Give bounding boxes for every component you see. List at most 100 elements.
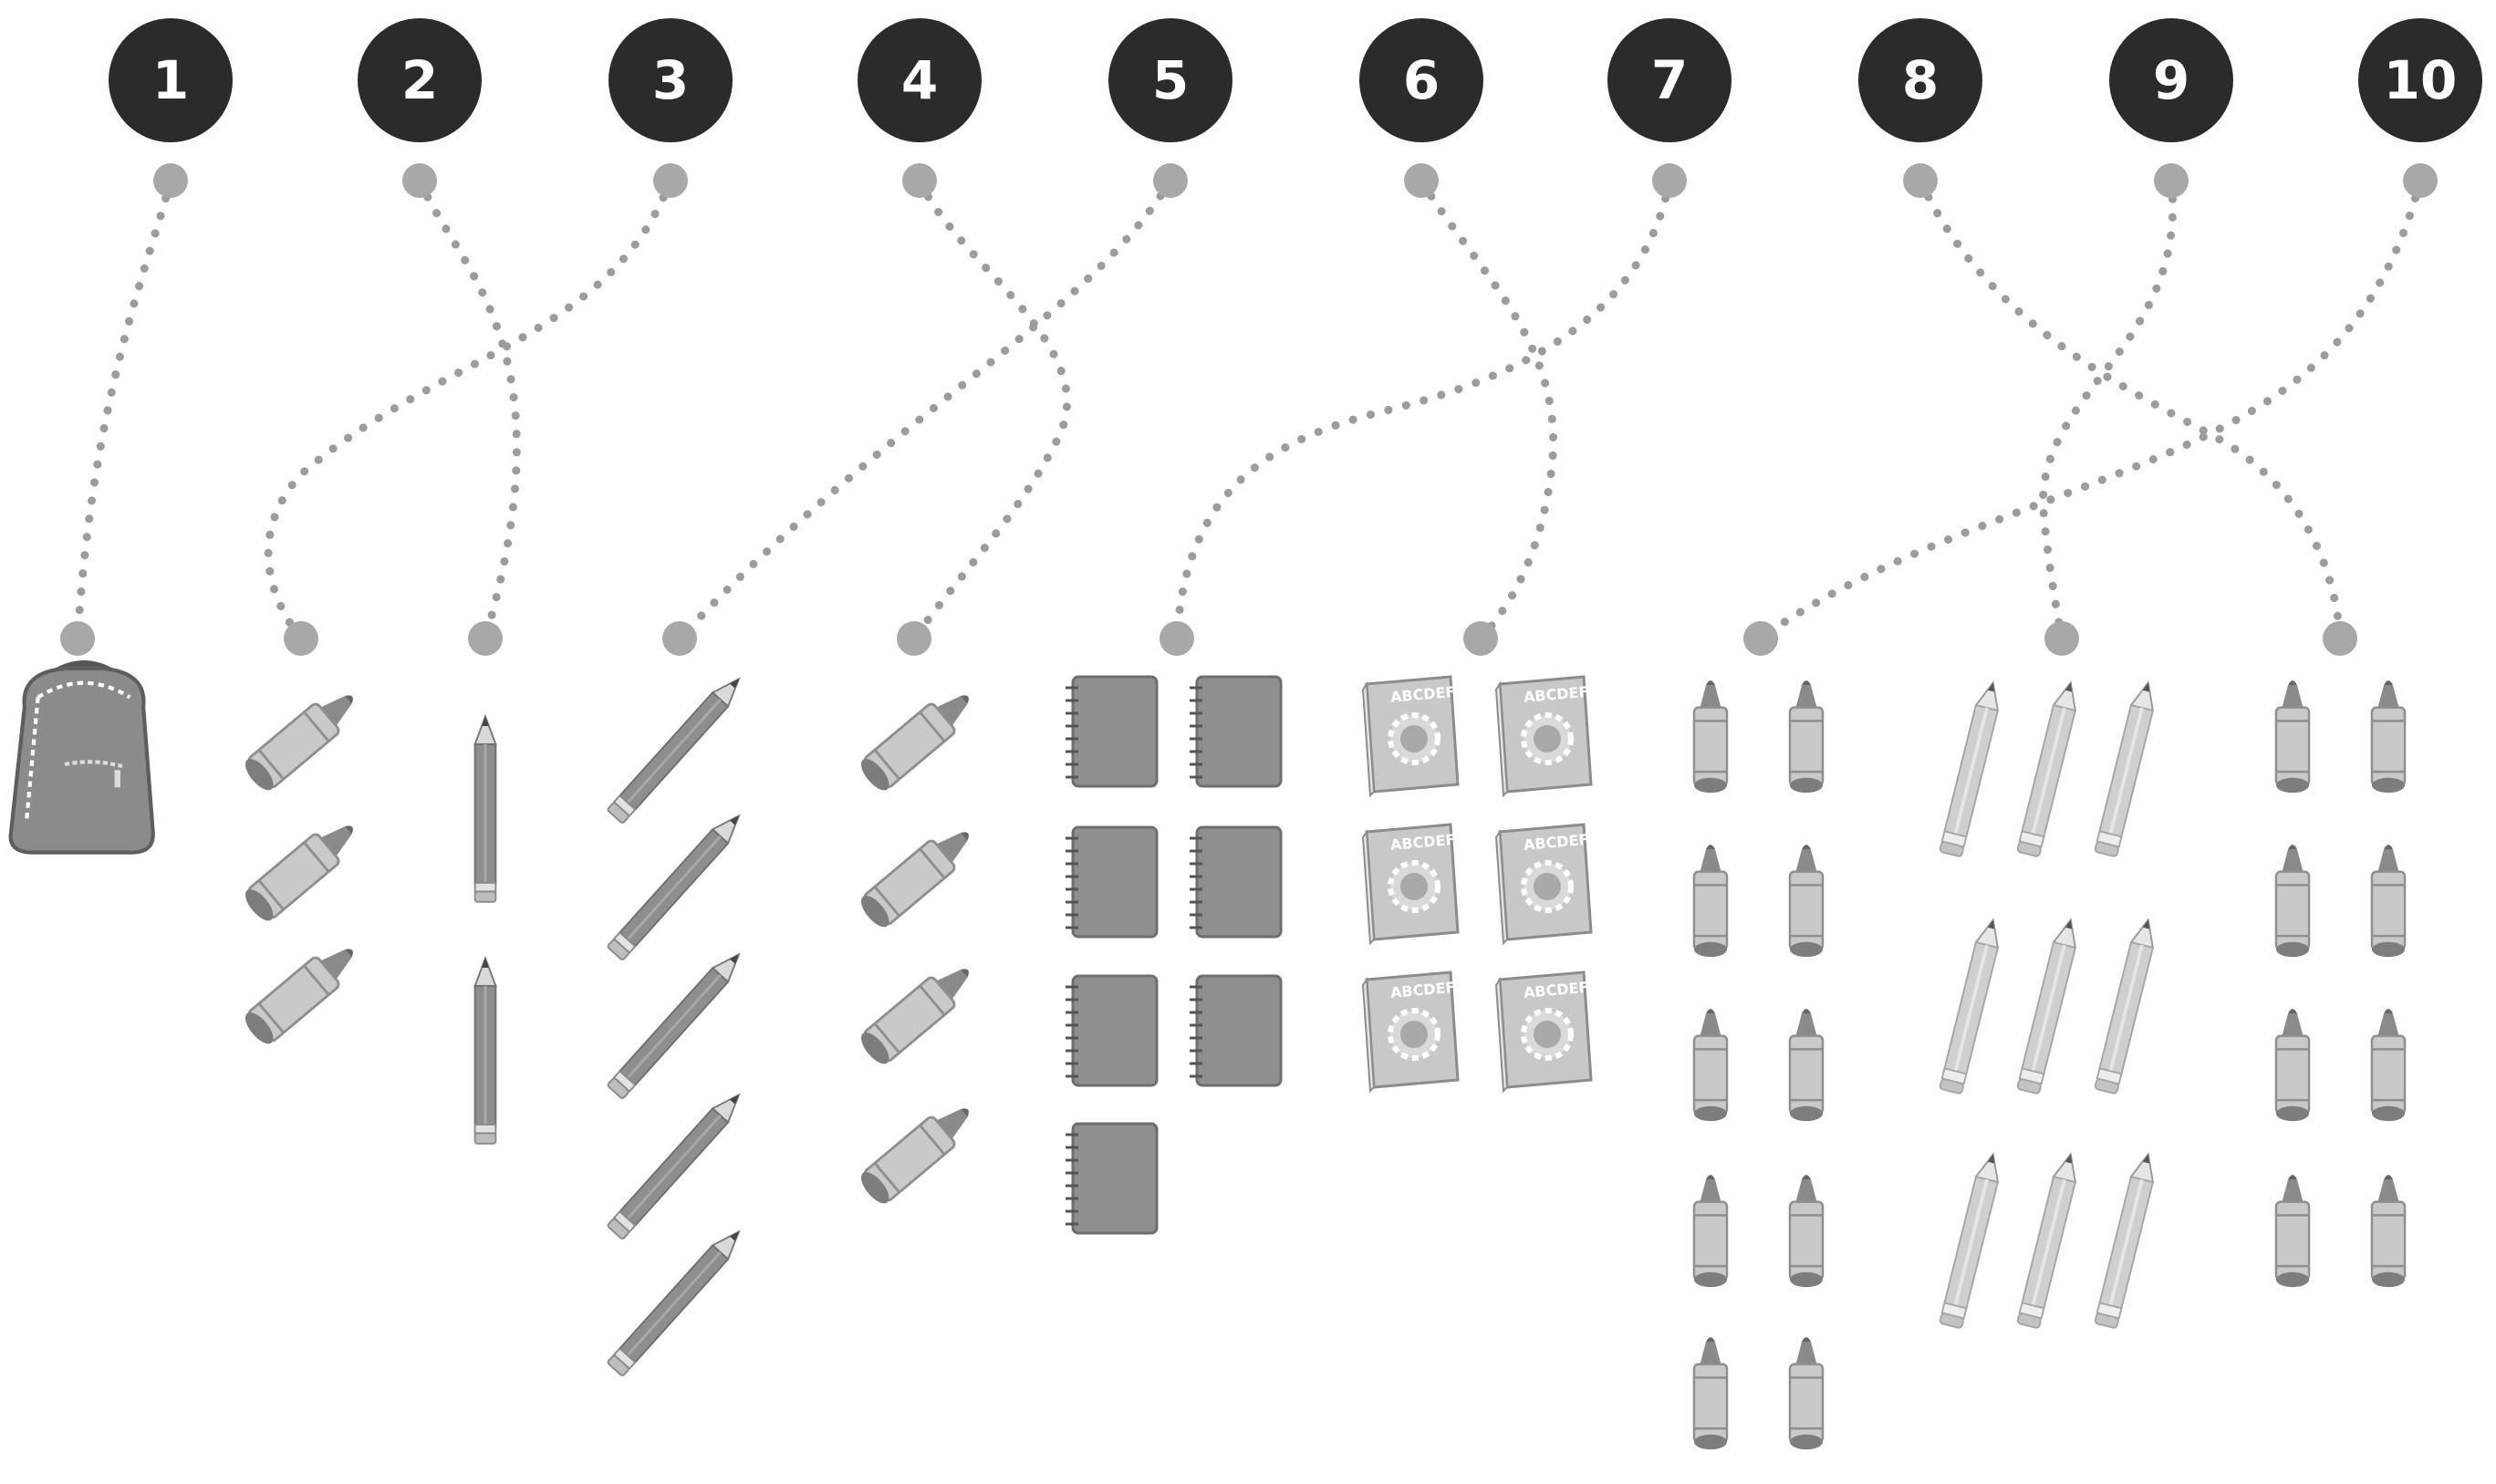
crayon-upright-item [2372, 680, 2405, 793]
crayon-upright-item [1694, 680, 1727, 793]
number-badge-10: 10 [2358, 18, 2482, 142]
number-badge-1: 1 [109, 18, 233, 142]
crayon-upright-item [2276, 1175, 2309, 1287]
pencil-tilted-item [607, 672, 746, 824]
crayon-upright-item [1790, 1009, 1823, 1121]
crayon-upright-item [1694, 1175, 1727, 1287]
bottom-dots [60, 621, 2357, 656]
number-badge-9: 9 [2109, 18, 2233, 142]
badge-label: 3 [652, 49, 689, 111]
crayon-upright-item [2372, 1009, 2405, 1121]
bottom-dot-6[interactable] [1160, 621, 1194, 656]
pencil-light-item [1940, 1151, 2004, 1328]
badge-label: 5 [1152, 49, 1189, 111]
badge-label: 7 [1651, 49, 1688, 111]
crayon-tilted-item [241, 682, 365, 795]
path-7 [1177, 181, 1669, 638]
top-dot-9[interactable] [2154, 163, 2189, 198]
badge-label: 1 [152, 49, 189, 111]
path-8 [1920, 181, 2340, 638]
notebook-item [1190, 677, 1281, 786]
item-group-6 [1066, 677, 1281, 1233]
pencil-light-item [2017, 1151, 2082, 1328]
crayon-upright-item [2276, 680, 2309, 793]
item-group-4 [607, 672, 746, 1376]
top-dot-10[interactable] [2403, 163, 2438, 198]
path-3 [268, 181, 671, 638]
crayon-tilted-item [857, 1095, 981, 1209]
crayon-upright-item [1694, 1009, 1727, 1121]
path-6 [1421, 181, 1554, 638]
path-9 [2044, 181, 2173, 638]
item-group-5 [857, 682, 981, 1209]
bottom-dot-2[interactable] [284, 621, 318, 656]
top-dot-1[interactable] [153, 163, 188, 198]
path-10 [1761, 181, 2420, 638]
pencil-light-item [2017, 917, 2082, 1094]
item-group-1 [11, 665, 153, 853]
pencil-upright-item [475, 717, 496, 902]
top-dots [153, 163, 2438, 198]
path-2 [420, 181, 516, 638]
pencil-light-item [2017, 680, 2082, 856]
item-group-8 [1694, 680, 1823, 1449]
bottom-dot-4[interactable] [662, 621, 697, 656]
pencil-tilted-item [607, 1088, 746, 1240]
number-badge-3: 3 [608, 18, 733, 142]
item-group-9 [1940, 680, 2159, 1328]
notebook-item [1066, 976, 1157, 1085]
top-dot-5[interactable] [1153, 163, 1188, 198]
item-group-3 [475, 717, 496, 1144]
crayon-tilted-item [241, 936, 365, 1049]
crayon-upright-item [2276, 1009, 2309, 1121]
badge-label: 8 [1902, 49, 1939, 111]
crayon-upright-item [1790, 680, 1823, 793]
crayon-upright-item [2372, 845, 2405, 957]
number-badge-7: 7 [1607, 18, 1732, 142]
pencil-light-item [2095, 680, 2159, 856]
item-group-2 [241, 682, 365, 1049]
bottom-dot-8[interactable] [1743, 621, 1778, 656]
notebook-item [1190, 827, 1281, 937]
bottom-dot-1[interactable] [60, 621, 95, 656]
pencil-light-item [1940, 917, 2004, 1094]
crayon-upright-item [2372, 1175, 2405, 1287]
crayon-tilted-item [857, 819, 981, 932]
top-dot-4[interactable] [902, 163, 937, 198]
top-dot-6[interactable] [1404, 163, 1439, 198]
crayon-tilted-item [857, 682, 981, 795]
bottom-dot-9[interactable] [2044, 621, 2079, 656]
crayon-upright-item [2276, 845, 2309, 957]
number-badge-2: 2 [358, 18, 482, 142]
top-dot-7[interactable] [1652, 163, 1687, 198]
notebook-item [1190, 976, 1281, 1085]
path-5 [680, 181, 1170, 638]
badge-label: 2 [401, 49, 438, 111]
crayon-upright-item [1790, 1175, 1823, 1287]
crayon-upright-item [1790, 1337, 1823, 1449]
top-dot-3[interactable] [653, 163, 688, 198]
path-1 [78, 181, 171, 638]
matching-paths [78, 181, 2420, 638]
crayon-upright-item [1694, 845, 1727, 957]
bottom-dot-7[interactable] [1463, 621, 1498, 656]
notebook-item [1066, 1124, 1157, 1233]
bottom-dot-3[interactable] [468, 621, 503, 656]
top-dot-2[interactable] [402, 163, 437, 198]
badge-label: 10 [2384, 49, 2458, 111]
top-dot-8[interactable] [1903, 163, 1938, 198]
number-badge-4: 4 [858, 18, 982, 142]
crayon-tilted-item [241, 813, 365, 926]
crayon-upright-item [1790, 845, 1823, 957]
backpack-item [11, 665, 153, 853]
bottom-dot-10[interactable] [2323, 621, 2357, 656]
pencil-tilted-item [607, 809, 746, 960]
badge-label: 4 [901, 49, 938, 111]
bottom-dot-5[interactable] [897, 621, 931, 656]
pencil-light-item [2095, 1151, 2159, 1328]
number-badge-8: 8 [1858, 18, 1982, 142]
item-group-10 [2276, 680, 2405, 1287]
badge-label: 9 [2153, 49, 2189, 111]
